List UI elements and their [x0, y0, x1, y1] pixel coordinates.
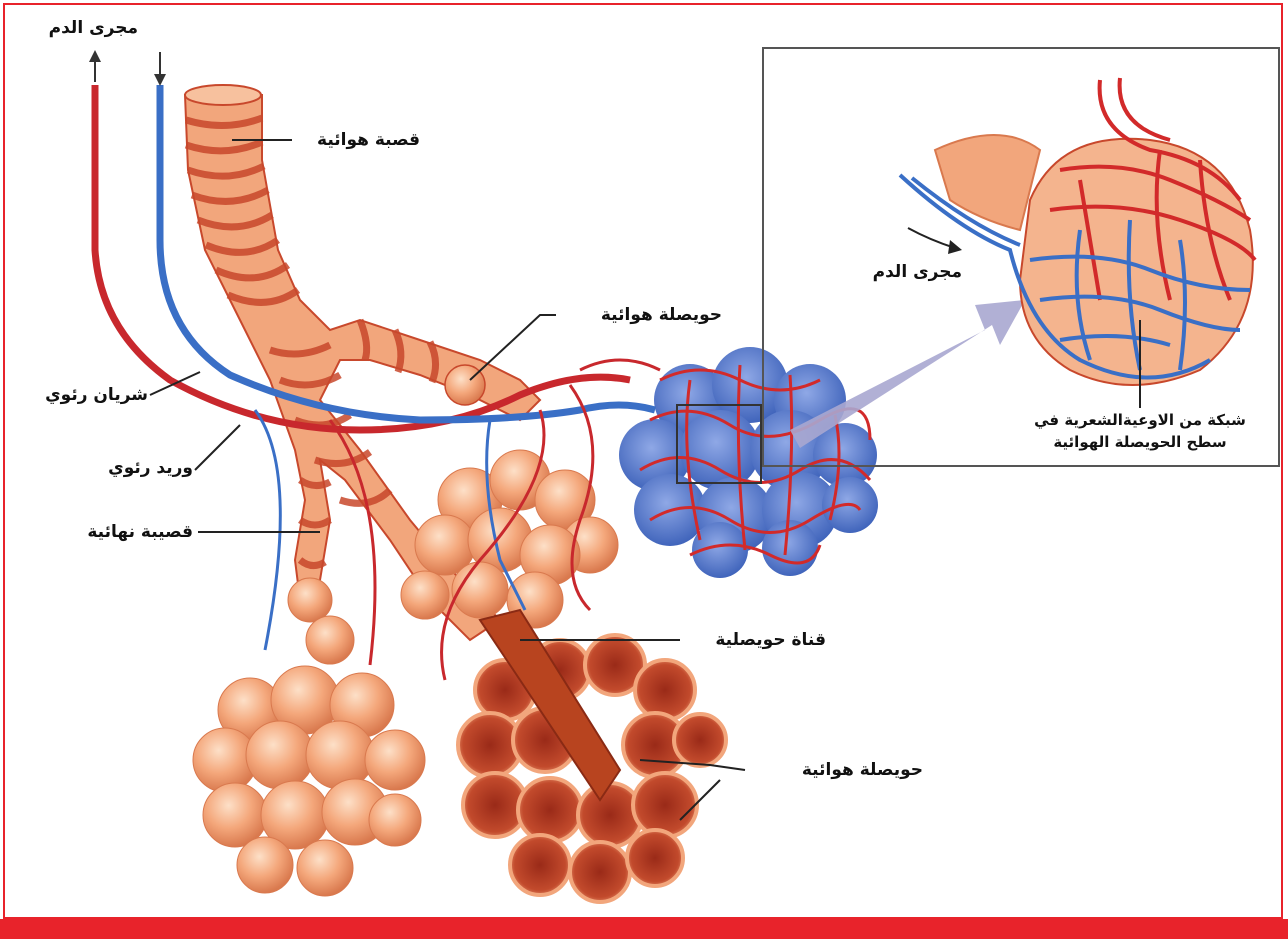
- inset-caption-line2: سطح الحويصلة الهوائية: [1010, 432, 1270, 452]
- bottom-accent-bar: [0, 919, 1288, 939]
- pulmonary-vessels: [95, 85, 660, 680]
- label-blood-flow-top: مجرى الدم: [49, 18, 138, 38]
- label-alveolar-duct: قناة حويصلية: [715, 630, 826, 650]
- label-air-sac-upper: حويصلة هوائية: [601, 305, 722, 325]
- label-pulmonary-artery: شريان رئوي: [45, 385, 148, 405]
- label-air-sac-lower: حويصلة هوائية: [802, 760, 923, 780]
- middle-alveolar-cluster: [401, 450, 618, 628]
- arrow-up-icon: [89, 50, 101, 62]
- label-pulmonary-vein: وريد رئوي: [108, 458, 193, 478]
- top-blood-flow-arrows: [89, 50, 166, 86]
- inset-caption-line1: شبكة من الاوعيةالشعرية في: [1010, 410, 1270, 430]
- arrow-down-icon: [154, 74, 166, 86]
- inset-label-blood-flow: مجرى الدم: [873, 262, 962, 282]
- inset-frame: [762, 47, 1280, 467]
- label-terminal-bronchiole: قصيبة نهائية: [87, 522, 193, 542]
- lower-left-alveolar-cluster: [193, 578, 425, 896]
- label-trachea: قصبة هوائية: [317, 130, 420, 150]
